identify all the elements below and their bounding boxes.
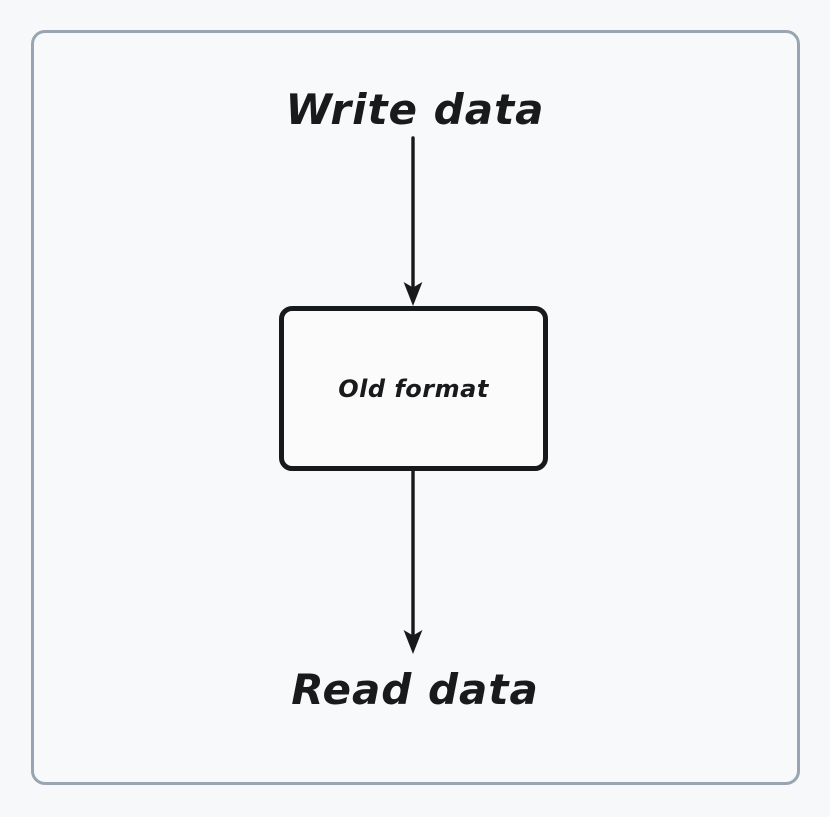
arrow-write-to-old-format xyxy=(403,136,423,306)
arrow-old-format-to-read xyxy=(403,466,423,654)
node-label-old-format: Old format xyxy=(338,374,489,403)
node-label-read-data: Read data xyxy=(291,665,539,714)
node-label-write-data: Write data xyxy=(285,85,545,134)
node-old-format[interactable]: Old format xyxy=(279,306,548,471)
